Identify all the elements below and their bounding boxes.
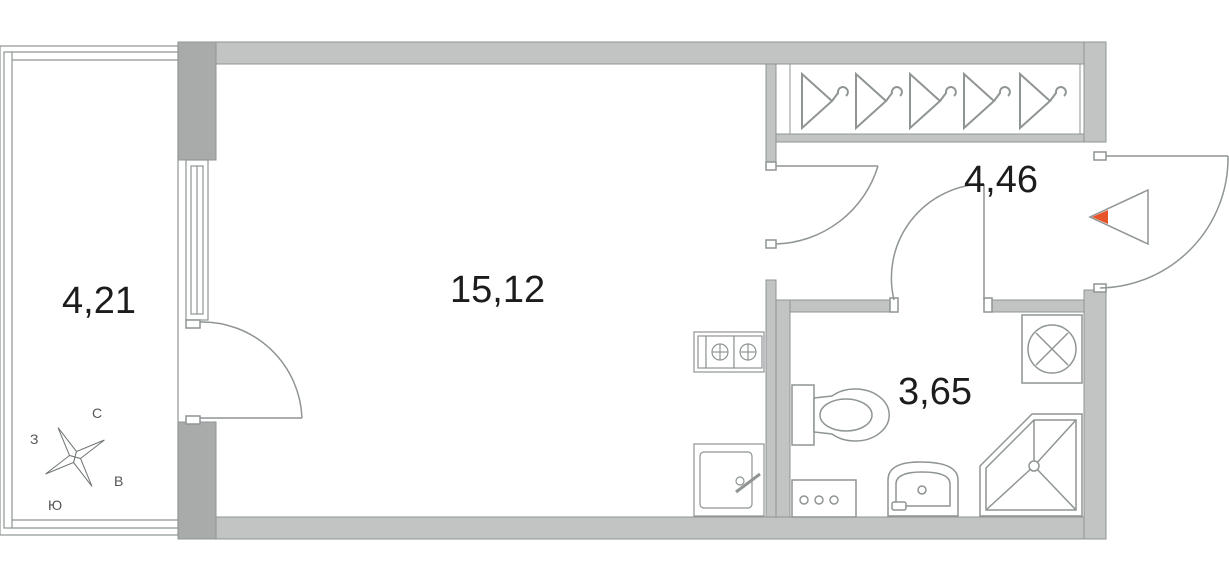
- water-heater: [791, 479, 857, 518]
- room-area-balcony: 4,21: [62, 280, 136, 322]
- column-top: [177, 41, 217, 161]
- wardrobe: [789, 63, 1081, 135]
- right-wall-lower: [1083, 289, 1107, 540]
- balcony-window: [185, 159, 209, 321]
- bathroom-door: [889, 183, 993, 313]
- entrance-marker: [1088, 188, 1149, 246]
- columns: [177, 41, 217, 540]
- washing-machine: [1021, 314, 1083, 384]
- compass-east-label: В: [114, 473, 123, 489]
- toilet: [791, 384, 890, 446]
- hanger-icon: [855, 71, 903, 131]
- compass-west-label: З: [30, 431, 38, 447]
- room-area-bathroom: 3,65: [898, 371, 972, 413]
- compass-south-label: Ю: [48, 497, 62, 513]
- hanger-icon: [1019, 71, 1067, 131]
- living-room-door: [765, 161, 879, 249]
- balcony: [0, 45, 179, 536]
- shower-tray: [979, 413, 1083, 517]
- entrance-door: [1093, 151, 1229, 293]
- outer-walls: [177, 41, 1107, 540]
- stove: [693, 331, 765, 373]
- bottom-wall: [177, 516, 1107, 540]
- hanger-icon: [909, 71, 957, 131]
- bathroom-sink: [887, 461, 959, 517]
- room-area-hallway: 4,46: [964, 159, 1038, 201]
- column-bottom: [177, 421, 217, 540]
- hanger-icon: [801, 71, 849, 131]
- right-wall-upper: [1083, 41, 1107, 143]
- compass-north-label: С: [92, 405, 102, 421]
- compass-rose: С В Ю З: [30, 405, 123, 513]
- balcony-door: [185, 319, 303, 425]
- hanger-icon: [963, 71, 1011, 131]
- kitchen-sink: [693, 443, 765, 517]
- top-wall: [177, 41, 1107, 65]
- room-area-living-room: 15,12: [450, 269, 545, 311]
- interior-walls: [765, 63, 1085, 518]
